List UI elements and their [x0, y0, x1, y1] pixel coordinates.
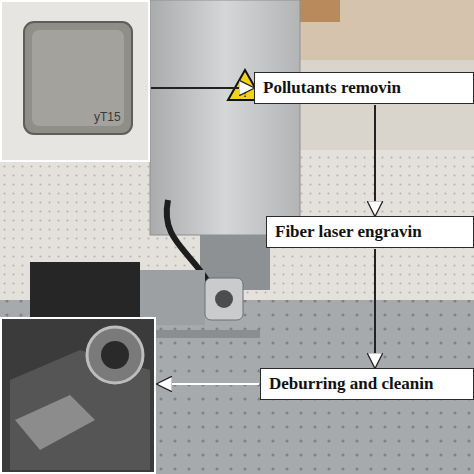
engraved-mark: yT15: [94, 110, 121, 124]
process-box: Fiber laser engravin: [266, 216, 474, 248]
cleaning-inset: [1, 318, 155, 473]
step-label: Fiber laser engravin: [275, 222, 465, 242]
flow-arrow: [374, 249, 376, 367]
workpiece-inset: yT15: [0, 0, 150, 162]
svg-text:!: !: [243, 84, 247, 100]
flow-arrow: [374, 105, 376, 215]
flow-arrow: [151, 87, 253, 89]
insert-photo: [2, 2, 148, 160]
leader-arrow: [158, 383, 259, 385]
process-box: Pollutants removin: [254, 72, 474, 104]
step-label: Pollutants removin: [263, 78, 465, 98]
step-label: Deburring and cleanin: [269, 374, 465, 394]
process-box: Deburring and cleanin: [260, 368, 474, 400]
